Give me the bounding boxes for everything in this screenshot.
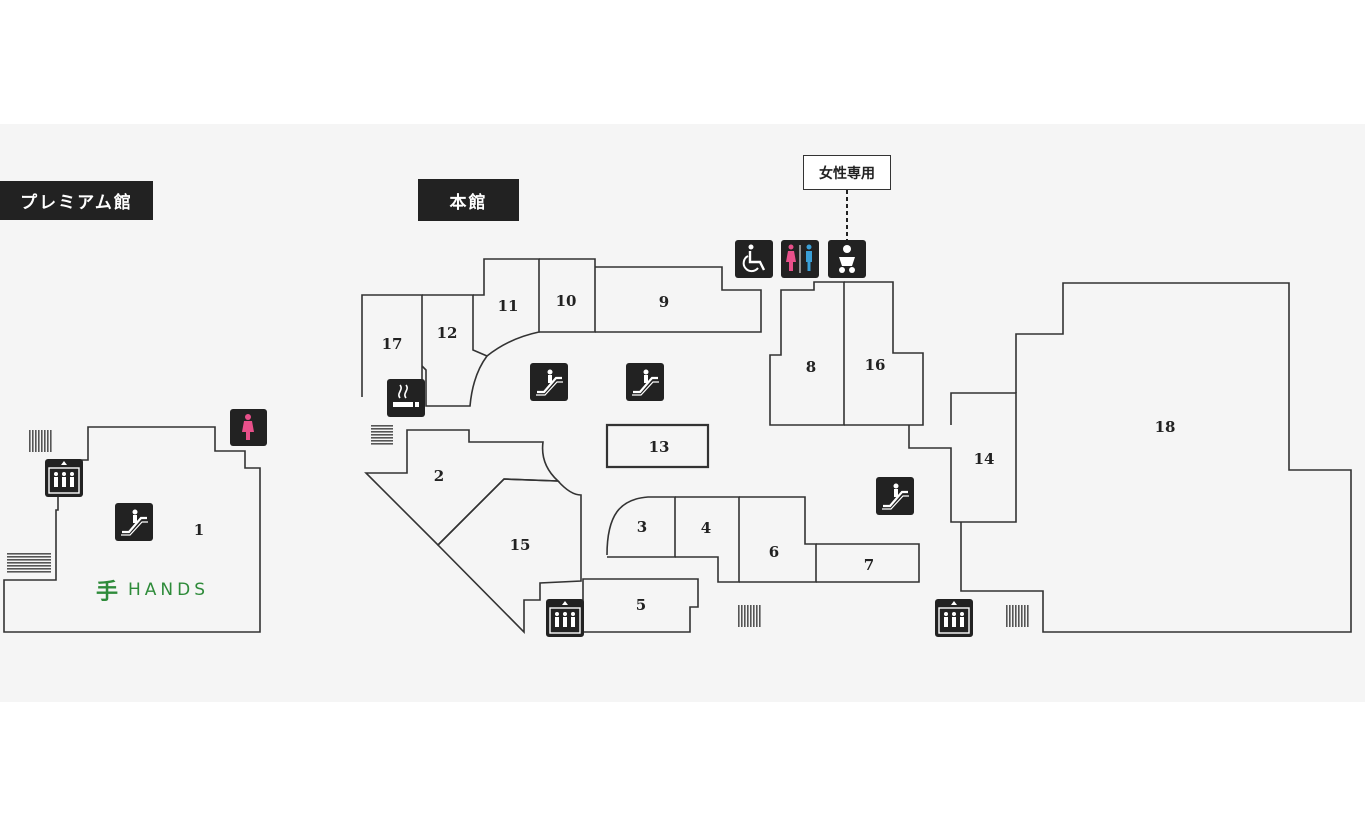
unit-label-7: 7 [864, 556, 874, 574]
unit-label-3: 3 [637, 518, 647, 536]
elevator-icon [934, 598, 974, 638]
unit-label-5: 5 [636, 596, 646, 614]
unit-label-15: 15 [510, 536, 531, 554]
unit-6-outline [739, 496, 817, 583]
restroom-icon [781, 240, 819, 278]
hands-logo: 手 HANDS [96, 574, 209, 606]
unit-label-16: 16 [865, 356, 886, 374]
unit-18-outline [960, 282, 1352, 633]
stairs-icon [7, 553, 29, 573]
premium-building-label: プレミアム館 [0, 181, 153, 220]
womens-restroom-icon [230, 409, 267, 446]
unit-4-outline [675, 496, 740, 583]
unit-13-outline [605, 423, 710, 469]
baby-room-icon [828, 240, 866, 278]
unit-14-outline [908, 392, 1017, 523]
stairs-icon [29, 553, 51, 573]
unit-label-18: 18 [1155, 418, 1176, 436]
stairs-icon [738, 605, 761, 627]
escalator-icon [874, 475, 916, 517]
unit-17-outline [361, 294, 423, 397]
escalator-icon [624, 361, 666, 403]
unit-3-outline [606, 496, 676, 558]
unit-5-outline [582, 578, 699, 633]
unit-8-outline [769, 281, 845, 426]
unit-label-8: 8 [806, 358, 816, 376]
map-panel [0, 124, 1365, 702]
unit-label-17: 17 [382, 335, 403, 353]
main-building-label: 本館 [418, 179, 519, 221]
premium-building-outline [3, 426, 261, 633]
hands-logo-mark: 手 [96, 579, 123, 605]
unit-15-outline [436, 478, 582, 634]
unit-2-outline [364, 429, 561, 547]
unit-label-9: 9 [659, 293, 669, 311]
unit-label-1: 1 [194, 521, 204, 539]
women-only-label: 女性専用 [803, 155, 891, 190]
hands-logo-text: HANDS [128, 580, 210, 600]
unit-12-outline [421, 294, 489, 407]
unit-label-6: 6 [769, 543, 779, 561]
escalator-icon [528, 361, 570, 403]
stairs-icon [371, 425, 393, 445]
unit-label-2: 2 [434, 467, 444, 485]
unit-label-13: 13 [649, 438, 670, 456]
unit-7-outline [816, 543, 920, 583]
unit-label-10: 10 [556, 292, 577, 310]
unit-label-14: 14 [974, 450, 995, 468]
escalator-icon [113, 501, 155, 543]
unit-11-outline [473, 258, 540, 357]
unit-10-outline [539, 258, 596, 333]
unit-label-4: 4 [701, 519, 711, 537]
unit-9-outline [595, 266, 762, 333]
wheelchair-icon [735, 240, 773, 278]
stairs-icon [1006, 605, 1029, 627]
unit-16-outline [844, 281, 924, 426]
elevator-icon [44, 458, 84, 498]
smoking-area-icon [387, 379, 425, 417]
unit-label-11: 11 [498, 297, 519, 315]
stairs-icon [29, 430, 52, 452]
elevator-icon [545, 598, 585, 638]
unit-label-12: 12 [437, 324, 458, 342]
